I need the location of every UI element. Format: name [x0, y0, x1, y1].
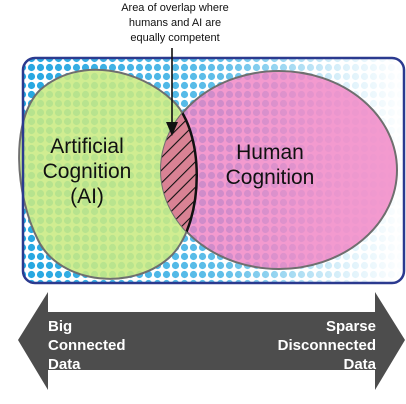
arrow-label-line: Data: [48, 356, 81, 373]
sparse-disconnected-data-label: Sparse Disconnected Data: [278, 317, 376, 374]
arrow-label-line: Data: [343, 356, 376, 373]
data-axis-arrow: [18, 292, 405, 390]
arrow-label-line: Sparse: [325, 318, 376, 335]
arrow-label-line: Connected: [48, 337, 126, 354]
human-label-line: Human: [236, 141, 304, 164]
arrow-label-line: Big: [48, 318, 73, 335]
diagram-frame: [21, 56, 406, 285]
ai-label-line: Cognition: [42, 160, 132, 183]
annotation-line: humans and AI are: [128, 17, 222, 29]
ai-label-line: Artificial: [50, 135, 124, 158]
ai-label-line: (AI): [70, 185, 104, 208]
annotation-pointer-head: [166, 122, 178, 136]
annotation-line: equally competent: [130, 32, 220, 44]
overlap-annotation: Area of overlap where humans and AI are …: [95, 1, 255, 46]
human-label-line: Cognition: [225, 166, 315, 189]
annotation-line: Area of overlap where: [121, 2, 229, 14]
ai-cognition-label: Artificial Cognition (AI): [22, 134, 152, 209]
human-cognition-label: Human Cognition: [210, 140, 330, 190]
big-connected-data-label: Big Connected Data: [48, 317, 126, 374]
arrow-label-line: Disconnected: [277, 337, 376, 354]
